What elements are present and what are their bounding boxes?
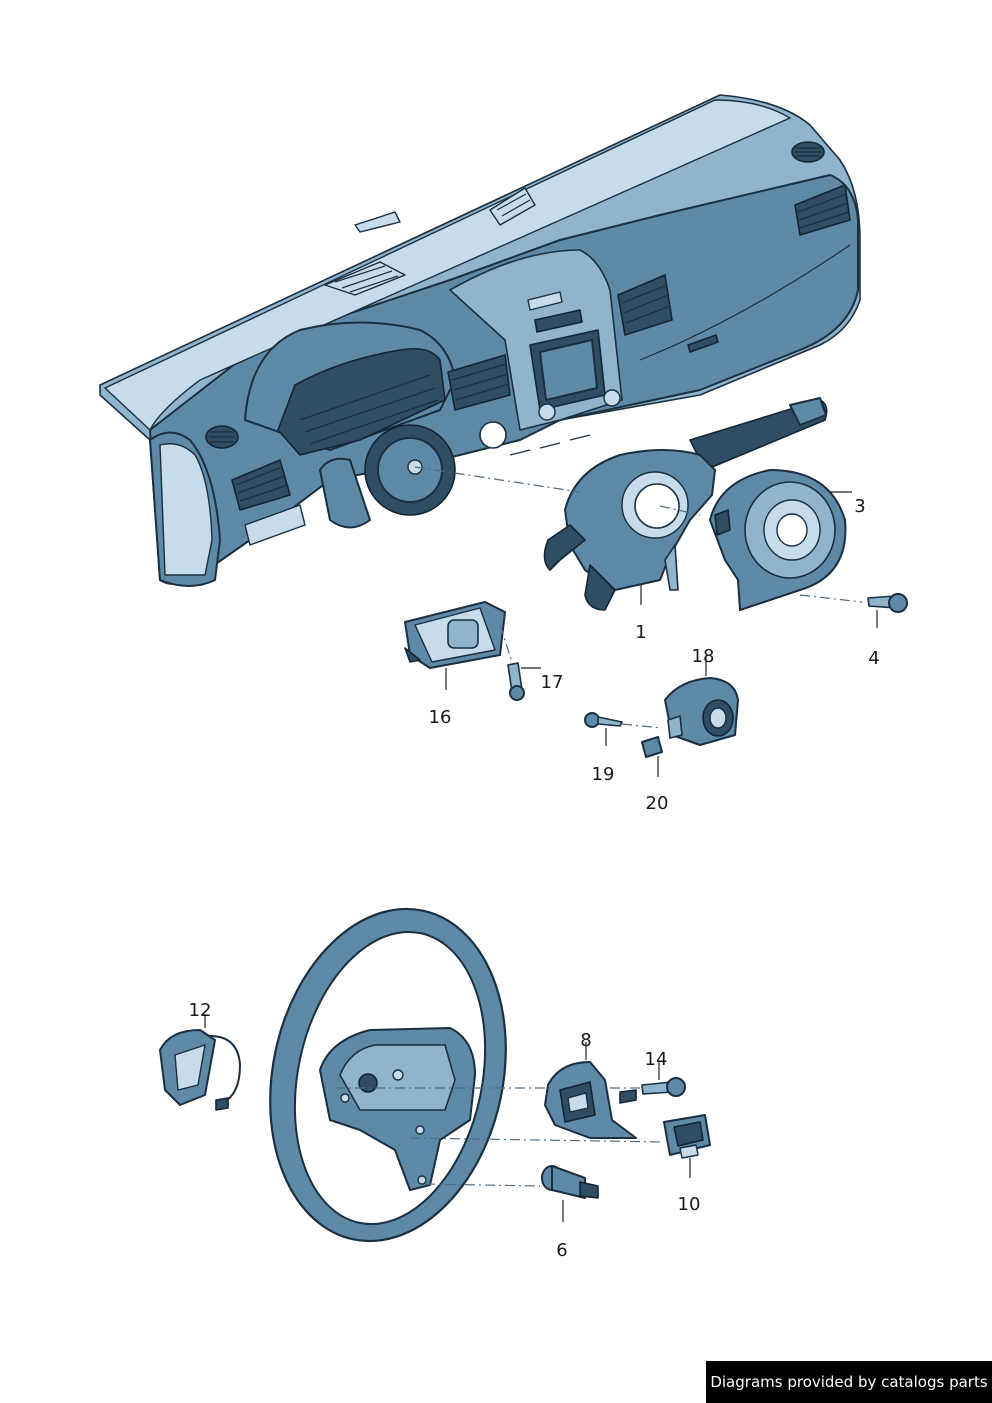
part-label-8: 8 (580, 1030, 591, 1051)
light-switch-illustration (404, 601, 506, 669)
assembly-lines (335, 466, 863, 1187)
screw-19-illustration (584, 712, 623, 728)
part-label-4: 4 (868, 648, 879, 669)
multifunction-switch-8-illustration (544, 1061, 637, 1139)
footer-banner: Diagrams provided by catalogs parts (706, 1361, 992, 1403)
clip-20-illustration (641, 736, 663, 758)
switch-10-illustration (663, 1114, 711, 1159)
part-label-18: 18 (692, 646, 715, 667)
part-label-20: 20 (646, 793, 669, 814)
footer-text: Diagrams provided by catalogs parts (710, 1373, 988, 1391)
part-label-10: 10 (678, 1194, 701, 1215)
part-label-16: 16 (429, 707, 452, 728)
part-label-12: 12 (189, 1000, 212, 1021)
clock-spring-illustration (709, 469, 847, 611)
paddle-12-illustration (159, 1029, 242, 1111)
bolt-17-illustration (507, 662, 525, 701)
leader-lines (204, 491, 878, 1222)
sensor-6-illustration (541, 1165, 599, 1199)
bolt-4-illustration (867, 593, 908, 613)
part-label-6: 6 (556, 1240, 567, 1261)
dashboard-illustration (99, 94, 861, 587)
part-label-17: 17 (541, 672, 564, 693)
combination-switch-illustration (543, 397, 828, 611)
switch-module-illustration (664, 677, 739, 746)
part-labels: 1 3 4 16 17 18 19 20 12 8 14 10 6 (189, 496, 880, 1261)
screw-14-illustration (641, 1077, 686, 1097)
part-label-3: 3 (854, 496, 865, 517)
part-label-14: 14 (645, 1049, 668, 1070)
part-label-19: 19 (592, 764, 615, 785)
steering-wheel-illustration (269, 907, 507, 1243)
part-label-1: 1 (635, 622, 646, 643)
